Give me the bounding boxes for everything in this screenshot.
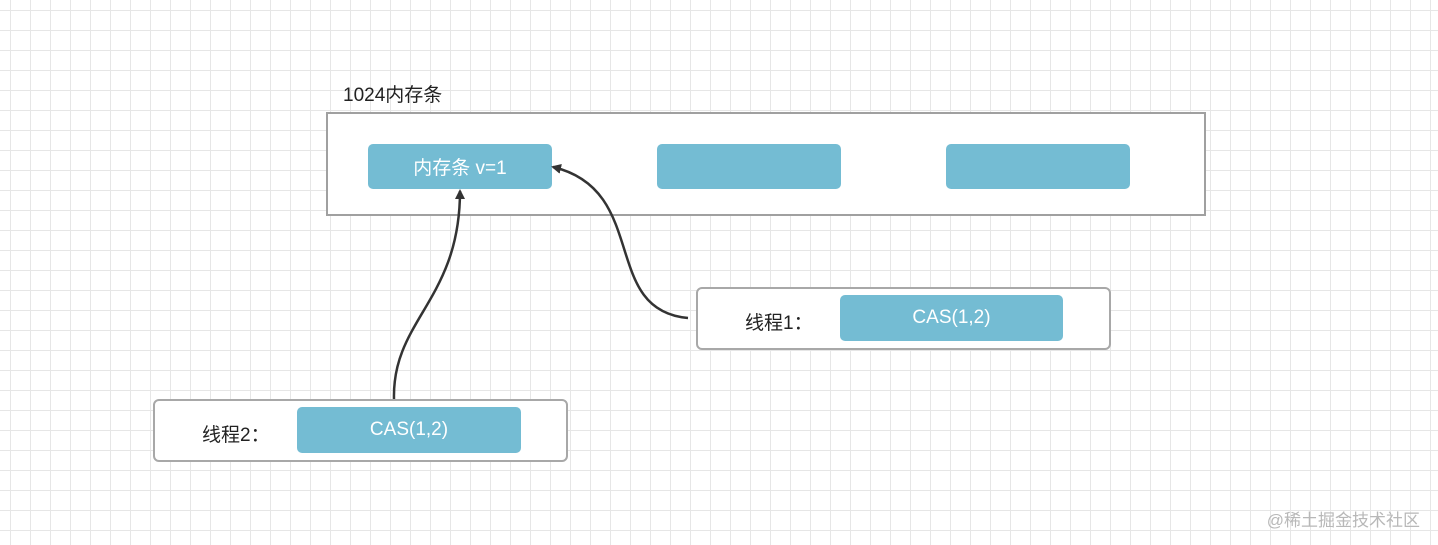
arrow-thread2-to-cell — [392, 189, 465, 400]
thread-1-label: 线程1： — [745, 313, 813, 334]
arrow-thread1-to-cell — [551, 163, 689, 320]
thread-2-cas-op: CAS(1,2) — [297, 407, 521, 453]
watermark: @稀土掘金技术社区 — [1266, 511, 1420, 530]
memory-title: 1024内存条 — [343, 85, 443, 106]
thread-2-label: 线程2： — [202, 425, 270, 446]
memory-cell-2 — [657, 144, 841, 189]
memory-cell-3 — [946, 144, 1130, 189]
thread-1-cas-op: CAS(1,2) — [840, 295, 1063, 341]
memory-cell-1: 内存条 v=1 — [368, 144, 552, 189]
